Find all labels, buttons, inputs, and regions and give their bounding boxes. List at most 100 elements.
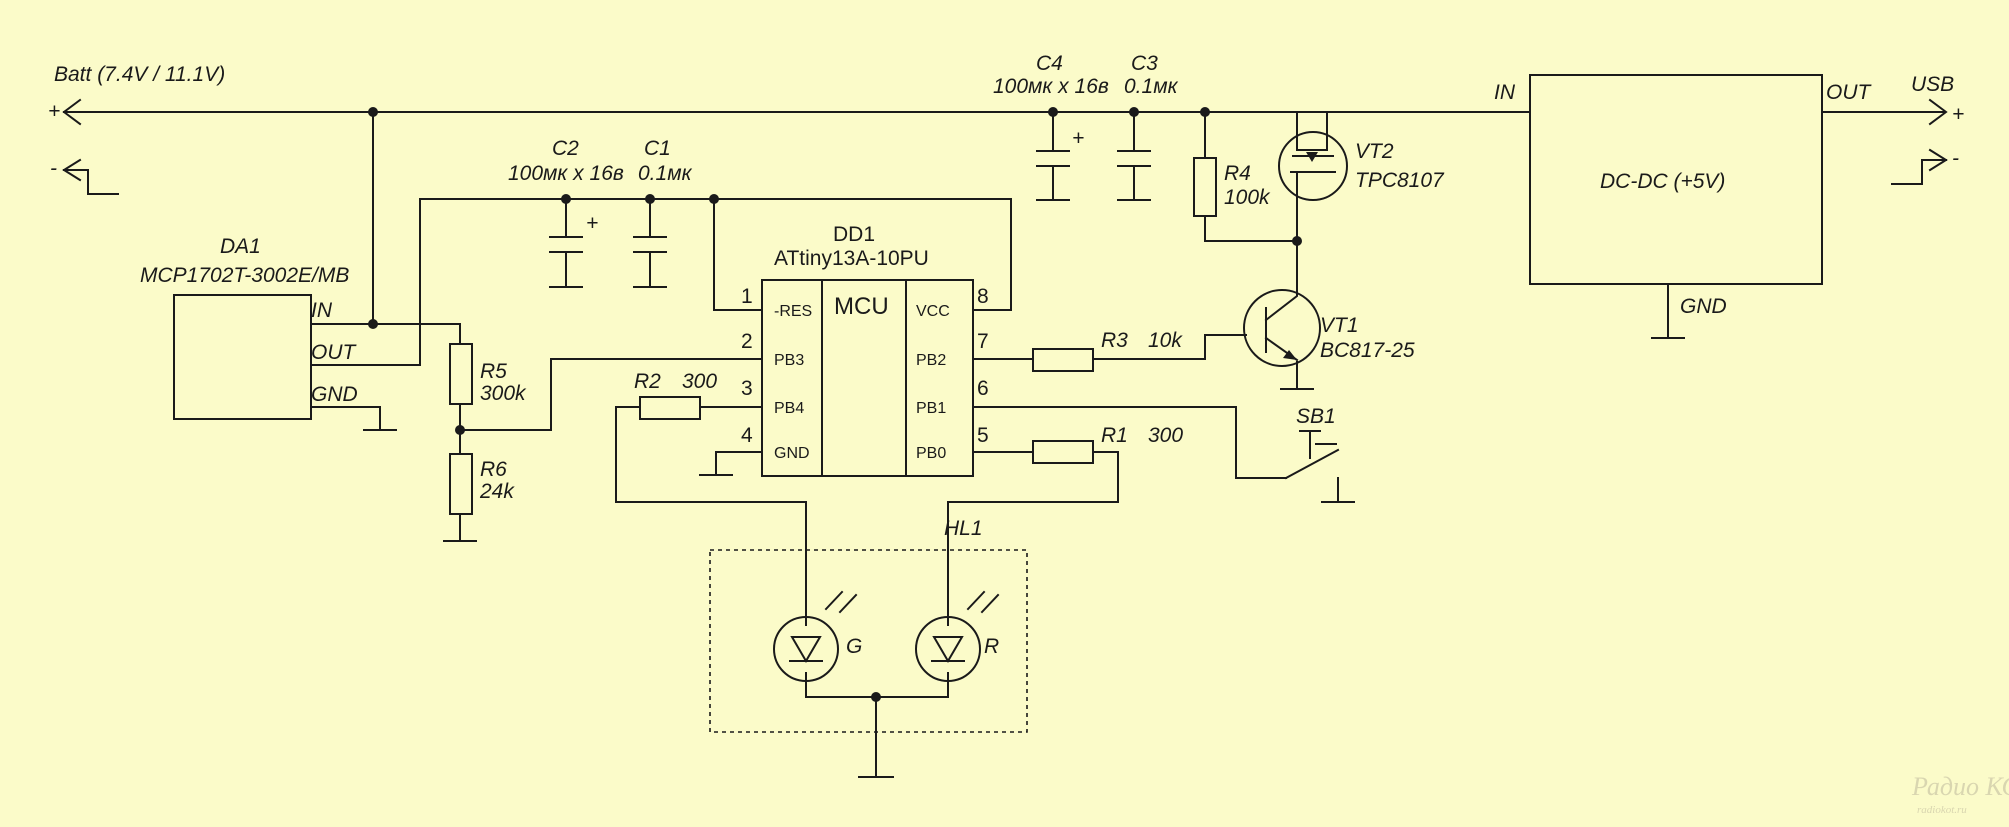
r4-resistor bbox=[1193, 157, 1217, 217]
pin-6-name: PB1 bbox=[916, 400, 946, 417]
watermark-logo: Радио КОТ bbox=[1911, 772, 2009, 801]
da1-regulator-body bbox=[173, 294, 312, 420]
watermark-url: radiokot.ru bbox=[1917, 804, 1967, 816]
usb-minus-ground-icon bbox=[1891, 148, 1948, 185]
vt1-emitter-arrow-icon bbox=[1283, 350, 1297, 360]
vt2-circle bbox=[1278, 131, 1348, 201]
r3-ref: R3 bbox=[1101, 329, 1128, 352]
pin-5-num: 5 bbox=[977, 424, 989, 447]
labels: Batt (7.4V / 11.1V) + - DA1 MCP1702T-300… bbox=[48, 52, 2009, 816]
r5-ref: R5 bbox=[480, 360, 507, 383]
sb1-ground bbox=[1321, 477, 1355, 503]
r3-resistor bbox=[1032, 348, 1094, 372]
vt1-part: BC817-25 bbox=[1320, 339, 1415, 362]
dcdc-pin-gnd: GND bbox=[1680, 295, 1727, 318]
junction-dot bbox=[709, 194, 719, 204]
da1-ref: DA1 bbox=[220, 235, 261, 258]
r1-value: 300 bbox=[1148, 424, 1183, 447]
vt1-emitter-ground bbox=[1280, 361, 1314, 390]
pin-4-name: GND bbox=[774, 445, 810, 462]
r5-resistor bbox=[449, 343, 473, 405]
dd1-ref: DD1 bbox=[833, 223, 875, 246]
c1-value: 0.1мк bbox=[638, 162, 693, 185]
c2-ground bbox=[549, 251, 583, 288]
pin-4-num: 4 bbox=[741, 424, 753, 447]
junction-dot bbox=[1129, 107, 1139, 117]
c4-plus: + bbox=[1072, 127, 1084, 150]
led-ground bbox=[858, 696, 894, 778]
pin-3-num: 3 bbox=[741, 377, 753, 400]
usb-minus-label: - bbox=[1952, 147, 1959, 170]
pb2-to-vt1-wire bbox=[972, 334, 1247, 360]
red-led bbox=[915, 590, 1000, 682]
r2-ref: R2 bbox=[634, 370, 661, 393]
green-led-light-rays-icon bbox=[824, 590, 858, 614]
battery-label: Batt (7.4V / 11.1V) bbox=[54, 63, 225, 86]
hl1-dashed-outline bbox=[709, 549, 1028, 733]
pin-2-name: PB3 bbox=[774, 352, 804, 369]
mcu-inner-dividers bbox=[821, 279, 907, 477]
sb1-actuator-icon bbox=[1299, 430, 1337, 459]
r2-to-green-led-wire bbox=[615, 406, 807, 626]
da1-pin-out: OUT bbox=[311, 341, 358, 364]
r1-ref: R1 bbox=[1101, 424, 1128, 447]
reset-pullup-wire bbox=[713, 198, 763, 311]
batt-plus-arrow-icon bbox=[62, 98, 82, 126]
sb1-ref: SB1 bbox=[1296, 405, 1336, 428]
r2-resistor bbox=[639, 396, 701, 420]
junction-dot bbox=[1200, 107, 1210, 117]
batt-plus-label: + bbox=[48, 100, 60, 123]
pin-8-num: 8 bbox=[977, 285, 989, 308]
pin-2-num: 2 bbox=[741, 330, 753, 353]
mcu-core-label: MCU bbox=[834, 293, 889, 320]
pin-6-num: 6 bbox=[977, 377, 989, 400]
usb-plus-arrow-icon bbox=[1928, 98, 1948, 126]
dd1-part: ATtiny13A-10PU bbox=[774, 247, 929, 270]
vt2-gate bbox=[1290, 171, 1336, 195]
vt1-circle bbox=[1243, 289, 1321, 367]
pin-7-num: 7 bbox=[977, 330, 989, 353]
vt2-ref: VT2 bbox=[1355, 140, 1394, 163]
red-led-light-rays-icon bbox=[966, 590, 1000, 614]
c3-ref: C3 bbox=[1131, 52, 1158, 75]
junction-dot bbox=[645, 194, 655, 204]
dcdc-pin-out: OUT bbox=[1826, 81, 1873, 104]
junction-dots bbox=[368, 107, 1302, 702]
r3-value: 10k bbox=[1148, 329, 1183, 352]
junction-dot bbox=[561, 194, 571, 204]
c4-value: 100мк х 16в bbox=[993, 75, 1109, 98]
pin-3-name: PB4 bbox=[774, 400, 804, 417]
c1-ref: C1 bbox=[644, 137, 671, 160]
c3-symbol bbox=[1117, 111, 1151, 201]
vt2-part: TPC8107 bbox=[1355, 169, 1445, 192]
wires bbox=[63, 111, 1945, 778]
green-led bbox=[773, 590, 858, 682]
c1-ground bbox=[633, 251, 667, 288]
usb-label: USB bbox=[1911, 73, 1954, 96]
c2-value: 100мк х 16в bbox=[508, 162, 624, 185]
r6-ref: R6 bbox=[480, 458, 507, 481]
junction-dot bbox=[368, 319, 378, 329]
vt2-arrow-icon bbox=[1306, 152, 1318, 162]
pb3-sense-wire bbox=[459, 358, 763, 431]
junction-dot bbox=[1048, 107, 1058, 117]
pin-8-name: VCC bbox=[916, 303, 950, 320]
red-led-label: R bbox=[984, 635, 999, 658]
batt-minus-label: - bbox=[50, 157, 57, 180]
vt2-mosfet bbox=[1278, 131, 1348, 201]
mcu-outline bbox=[761, 279, 974, 477]
usb-plus-label: + bbox=[1952, 103, 1964, 126]
c3-value: 0.1мк bbox=[1124, 75, 1179, 98]
batt-minus-ground-icon bbox=[62, 158, 119, 195]
da1-pin-gnd: GND bbox=[311, 383, 358, 406]
r6-value: 24k bbox=[479, 480, 515, 503]
c2-plus: + bbox=[586, 212, 598, 235]
dcdc-gnd-wire bbox=[1651, 283, 1685, 339]
mcu-gnd-wire bbox=[699, 451, 763, 476]
vt2-source-drain-leads bbox=[1296, 139, 1328, 151]
red-led-circle bbox=[915, 616, 981, 682]
dcdc-label: DC-DC (+5V) bbox=[1600, 170, 1725, 193]
r4-gate-wire bbox=[1204, 111, 1298, 242]
da1-gnd-wire bbox=[310, 406, 381, 431]
hl1-ref: HL1 bbox=[944, 517, 983, 540]
